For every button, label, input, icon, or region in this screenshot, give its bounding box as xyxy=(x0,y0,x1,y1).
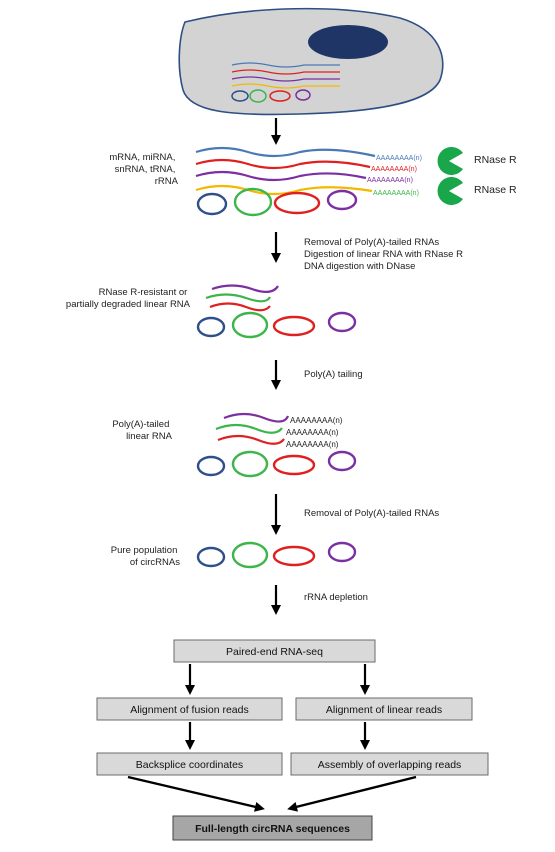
cell-mrna-red xyxy=(231,69,340,75)
rrna-depletion-label: rRNA depletion xyxy=(304,592,368,603)
cell-mrna-purple xyxy=(231,76,340,82)
cell-mrna-blue xyxy=(231,62,340,68)
pure-population-label: Pure population of circRNAs xyxy=(111,545,180,568)
polya-tail: AAAAAAAA(n) xyxy=(286,440,339,449)
fragment-red xyxy=(217,434,285,445)
circrna-purple xyxy=(327,450,357,472)
fragment-green xyxy=(215,423,283,434)
align-linear-box xyxy=(295,697,473,721)
circrna-green xyxy=(233,187,273,217)
polya-tail: AAAAAAAA(n) xyxy=(290,416,343,425)
cell-circ-red xyxy=(269,90,291,102)
assembly-label: Assembly of overlapping reads xyxy=(318,759,462,771)
circrna-green xyxy=(231,311,269,339)
processing-steps-label: Removal of Poly(A)-tailed RNAs Digestion… xyxy=(304,237,466,272)
align-linear-label: Alignment of linear reads xyxy=(326,704,442,716)
linear-rna-purple xyxy=(195,170,367,182)
circrna-blue xyxy=(196,316,226,338)
pure-population-line-1: Pure population xyxy=(111,545,178,556)
cell-membrane xyxy=(178,7,444,116)
resistant-rna-label: RNase R-resistant or partially degraded … xyxy=(66,287,191,310)
cell-mrna-yellow xyxy=(231,83,340,89)
circrna-blue xyxy=(196,455,226,477)
resistant-line-2: partially degraded linear RNA xyxy=(66,299,191,310)
polya-tailed-line-1: Poly(A)-tailed xyxy=(112,419,169,430)
align-fusion-label: Alignment of fusion reads xyxy=(130,704,248,716)
circrna-purple xyxy=(327,541,357,563)
final-result-label: Full-length circRNA sequences xyxy=(195,823,350,835)
paired-end-rnaseq-label: Paired-end RNA-seq xyxy=(226,646,323,658)
polya-tail: AAAAAAAA(n) xyxy=(286,428,339,437)
step-rnase-digestion: Digestion of linear RNA with RNase R xyxy=(304,249,463,260)
assembly-box xyxy=(290,752,489,776)
rnase-r-enzyme-2 xyxy=(437,177,463,206)
backsplice-label: Backsplice coordinates xyxy=(136,759,243,771)
rna-types-label: mRNA, miRNA, snRNA, tRNA, rRNA xyxy=(109,152,178,187)
circrna-purple xyxy=(327,311,357,333)
circrna-red xyxy=(272,545,316,567)
fragment-purple xyxy=(223,412,290,423)
final-result-box xyxy=(172,815,373,841)
arrow-converge xyxy=(287,775,417,812)
paired-end-rnaseq-box xyxy=(173,639,376,663)
circrna-red xyxy=(272,454,316,476)
linear-rna-yellow xyxy=(195,184,373,196)
circrna-purple xyxy=(326,189,358,211)
circrna-red xyxy=(272,315,316,337)
cell-circ-purple xyxy=(295,89,311,101)
resistant-line-1: RNase R-resistant or xyxy=(99,287,188,298)
cell-circ-green xyxy=(249,89,267,103)
rnase-r-label-2: RNase R xyxy=(474,184,517,196)
rna-types-line-1: mRNA, miRNA, xyxy=(109,152,175,163)
rna-types-line-3: rRNA xyxy=(155,176,179,187)
poly-a-tailing-label: Poly(A) tailing xyxy=(304,369,363,380)
backsplice-box xyxy=(96,752,283,776)
arrow-converge xyxy=(127,775,265,812)
linear-rna-blue xyxy=(195,146,376,158)
pure-population-line-2: of circRNAs xyxy=(130,557,180,568)
cell-circ-blue xyxy=(231,90,249,102)
fragment-purple xyxy=(211,284,279,293)
rnase-r-enzyme-1 xyxy=(437,147,463,175)
polya-tail-blue: AAAAAAAA(n) xyxy=(376,155,422,162)
rna-types-line-2: snRNA, tRNA, xyxy=(115,164,176,175)
circrna-green xyxy=(231,541,269,569)
nucleus xyxy=(308,25,388,59)
fragment-green xyxy=(205,293,271,303)
polya-tailed-label: Poly(A)-tailed linear RNA xyxy=(112,419,172,442)
step-removal-polya: Removal of Poly(A)-tailed RNAs xyxy=(304,237,439,248)
polya-tail-red: AAAAAAAA(n) xyxy=(371,166,417,173)
circrna-blue xyxy=(196,546,226,568)
circrna-blue xyxy=(196,192,228,216)
rnase-r-label-1: RNase R xyxy=(474,154,517,166)
align-fusion-box xyxy=(96,697,283,721)
step-dnase-digestion: DNA digestion with DNase xyxy=(304,261,415,272)
polya-tail-green: AAAAAAAA(n) xyxy=(373,190,419,197)
removal-polya-label: Removal of Poly(A)-tailed RNAs xyxy=(304,508,439,519)
polya-tailed-line-2: linear RNA xyxy=(126,431,173,442)
polya-tail-purple: AAAAAAAA(n) xyxy=(367,177,413,184)
cell xyxy=(178,7,444,116)
circrna-green xyxy=(231,450,269,478)
fragment-red xyxy=(209,302,271,312)
circrna-red xyxy=(273,191,321,215)
linear-rna-red xyxy=(195,158,371,170)
